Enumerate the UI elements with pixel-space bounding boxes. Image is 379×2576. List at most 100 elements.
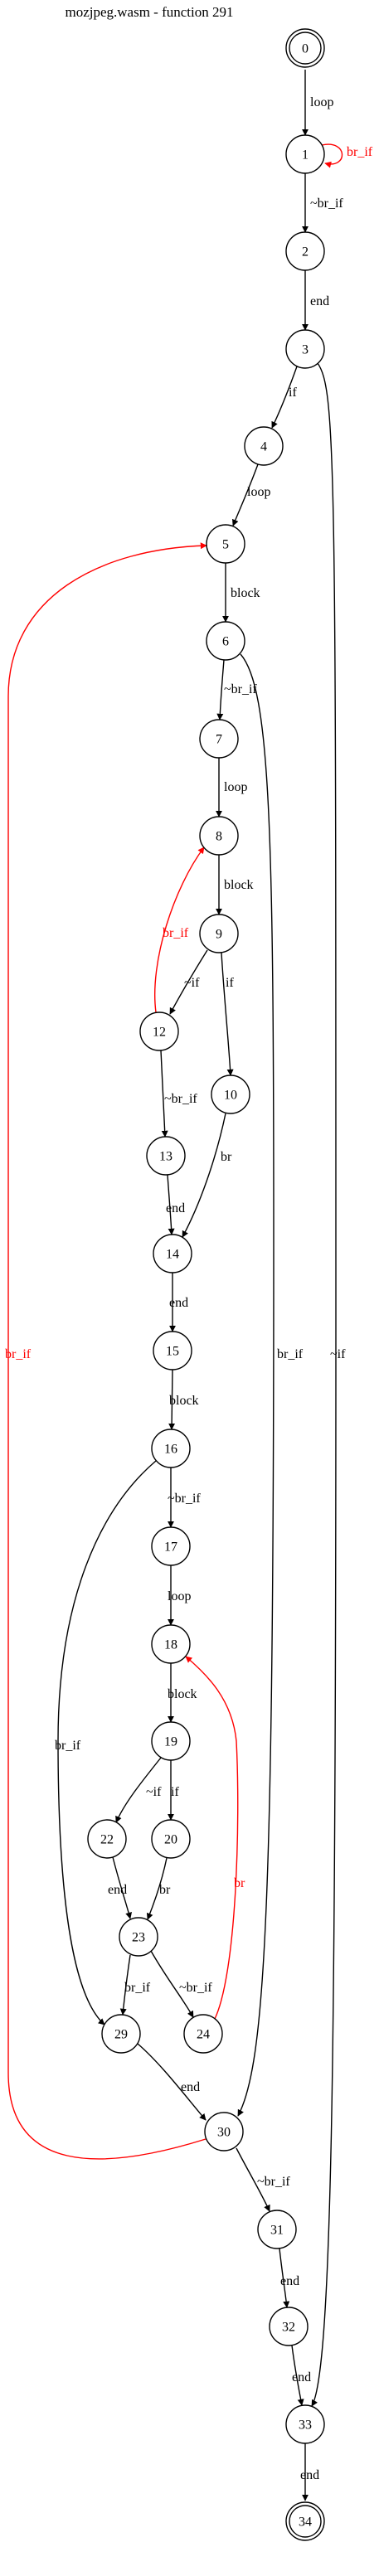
edge-line [221, 952, 234, 1076]
node-circle [119, 1917, 158, 1957]
edge-label: end [300, 2468, 319, 2482]
edge-label: br_if [124, 1981, 151, 1995]
edge-6-7: ~br_if [216, 659, 257, 720]
node-circle [206, 524, 245, 564]
edge-label: loop [247, 485, 270, 499]
node-label: 6 [222, 635, 229, 649]
edge-9-10: if [221, 952, 234, 1076]
node-29: 29 [101, 2014, 141, 2054]
edge-line [169, 949, 208, 1015]
node-6: 6 [206, 621, 245, 661]
node-circle [183, 2014, 223, 2054]
edge-23-29: br_if [119, 1954, 151, 2016]
edge-label: end [108, 1883, 127, 1897]
edge-line [291, 2345, 304, 2406]
node-circle [285, 2404, 325, 2444]
edge-32-33: end [291, 2345, 311, 2406]
node-inner-circle [289, 32, 322, 65]
edge-line [185, 1656, 239, 2020]
edge-14-15: end [169, 1273, 188, 1332]
node-label: 1 [302, 148, 309, 163]
edge-label: ~if [146, 1785, 162, 1799]
node-label: 2 [302, 245, 309, 260]
node-13: 13 [146, 1136, 186, 1176]
edge-0-1: loop [302, 70, 333, 136]
node-19: 19 [151, 1721, 191, 1761]
edge-line [150, 1950, 194, 2018]
edge-label: br_if [277, 1347, 304, 1361]
edge-label: br [221, 1150, 232, 1164]
node-circle [204, 2112, 244, 2152]
edge-label: ~br_if [257, 2175, 290, 2189]
node-31: 31 [257, 2210, 297, 2249]
edge-label: ~br_if [168, 1492, 201, 1506]
node-circle [151, 1429, 191, 1468]
edge-16-29: br_if [55, 1460, 157, 2025]
edge-33-34: end [300, 2443, 319, 2501]
edge-15-16: block [168, 1369, 199, 1430]
edge-3-33: ~if [311, 362, 346, 2407]
edge-line [232, 463, 259, 526]
edge-line [271, 366, 298, 429]
node-label: 32 [282, 2321, 295, 2335]
edge-line [216, 659, 225, 720]
edge-label: ~br_if [310, 196, 343, 211]
node-circle [257, 2210, 297, 2249]
edge-19-22: ~if [115, 1757, 162, 1823]
edge-label: br_if [55, 1739, 81, 1753]
edge-16-17: ~br_if [168, 1467, 201, 1528]
node-circle [151, 1819, 191, 1859]
edge-label: ~br_if [179, 1981, 212, 1995]
edge-4-5: loop [232, 463, 270, 526]
edge-label: block [224, 878, 254, 892]
edge-1-1: br_if [321, 143, 373, 168]
node-circle [244, 426, 284, 466]
node-label: 5 [222, 538, 229, 552]
node-label: 12 [153, 1026, 166, 1040]
node-5: 5 [206, 524, 245, 564]
edge-2-3: end [302, 270, 329, 331]
node-circle [199, 816, 239, 856]
node-label: 23 [132, 1931, 145, 1945]
edge-line [7, 542, 207, 2160]
node-circle [151, 1624, 191, 1664]
node-circle [285, 231, 325, 271]
edge-17-18: loop [168, 1565, 191, 1626]
node-18: 18 [151, 1624, 191, 1664]
node-label: 17 [164, 1540, 177, 1555]
node-label: 20 [164, 1833, 177, 1847]
node-label: 33 [299, 2418, 312, 2433]
edge-label: end [166, 1201, 185, 1215]
node-label: 31 [270, 2224, 284, 2238]
edge-label: if [289, 386, 297, 400]
node-17: 17 [151, 1526, 191, 1566]
edge-label: end [169, 1296, 188, 1310]
edge-label: if [171, 1785, 179, 1799]
node-8: 8 [199, 816, 239, 856]
edge-29-30: end [137, 2043, 207, 2121]
node-circle [101, 2014, 141, 2054]
edge-24-18: br [185, 1656, 245, 2020]
edge-label: block [168, 1687, 197, 1701]
node-label: 22 [100, 1833, 114, 1847]
edge-12-8: br_if [154, 847, 205, 1013]
edge-12-13: ~br_if [160, 1050, 197, 1138]
edge-19-20: if [168, 1760, 179, 1821]
edge-label: ~br_if [164, 1092, 197, 1106]
edge-label: end [292, 2370, 311, 2384]
edge-line [119, 1954, 131, 2016]
edge-label: ~br_if [224, 682, 257, 696]
node-label: 19 [164, 1735, 177, 1749]
node-30: 30 [204, 2112, 244, 2152]
node-circle [269, 2307, 309, 2346]
node-label: 29 [114, 2028, 128, 2042]
edge-20-23: br [146, 1857, 171, 1920]
node-0: 0 [285, 28, 325, 68]
graph-title: mozjpeg.wasm - function 291 [65, 4, 233, 20]
edge-line [146, 1857, 168, 1920]
edge-label: br [159, 1883, 171, 1897]
node-label: 7 [216, 733, 222, 747]
node-label: 30 [217, 2126, 231, 2140]
node-label: 3 [302, 343, 309, 357]
